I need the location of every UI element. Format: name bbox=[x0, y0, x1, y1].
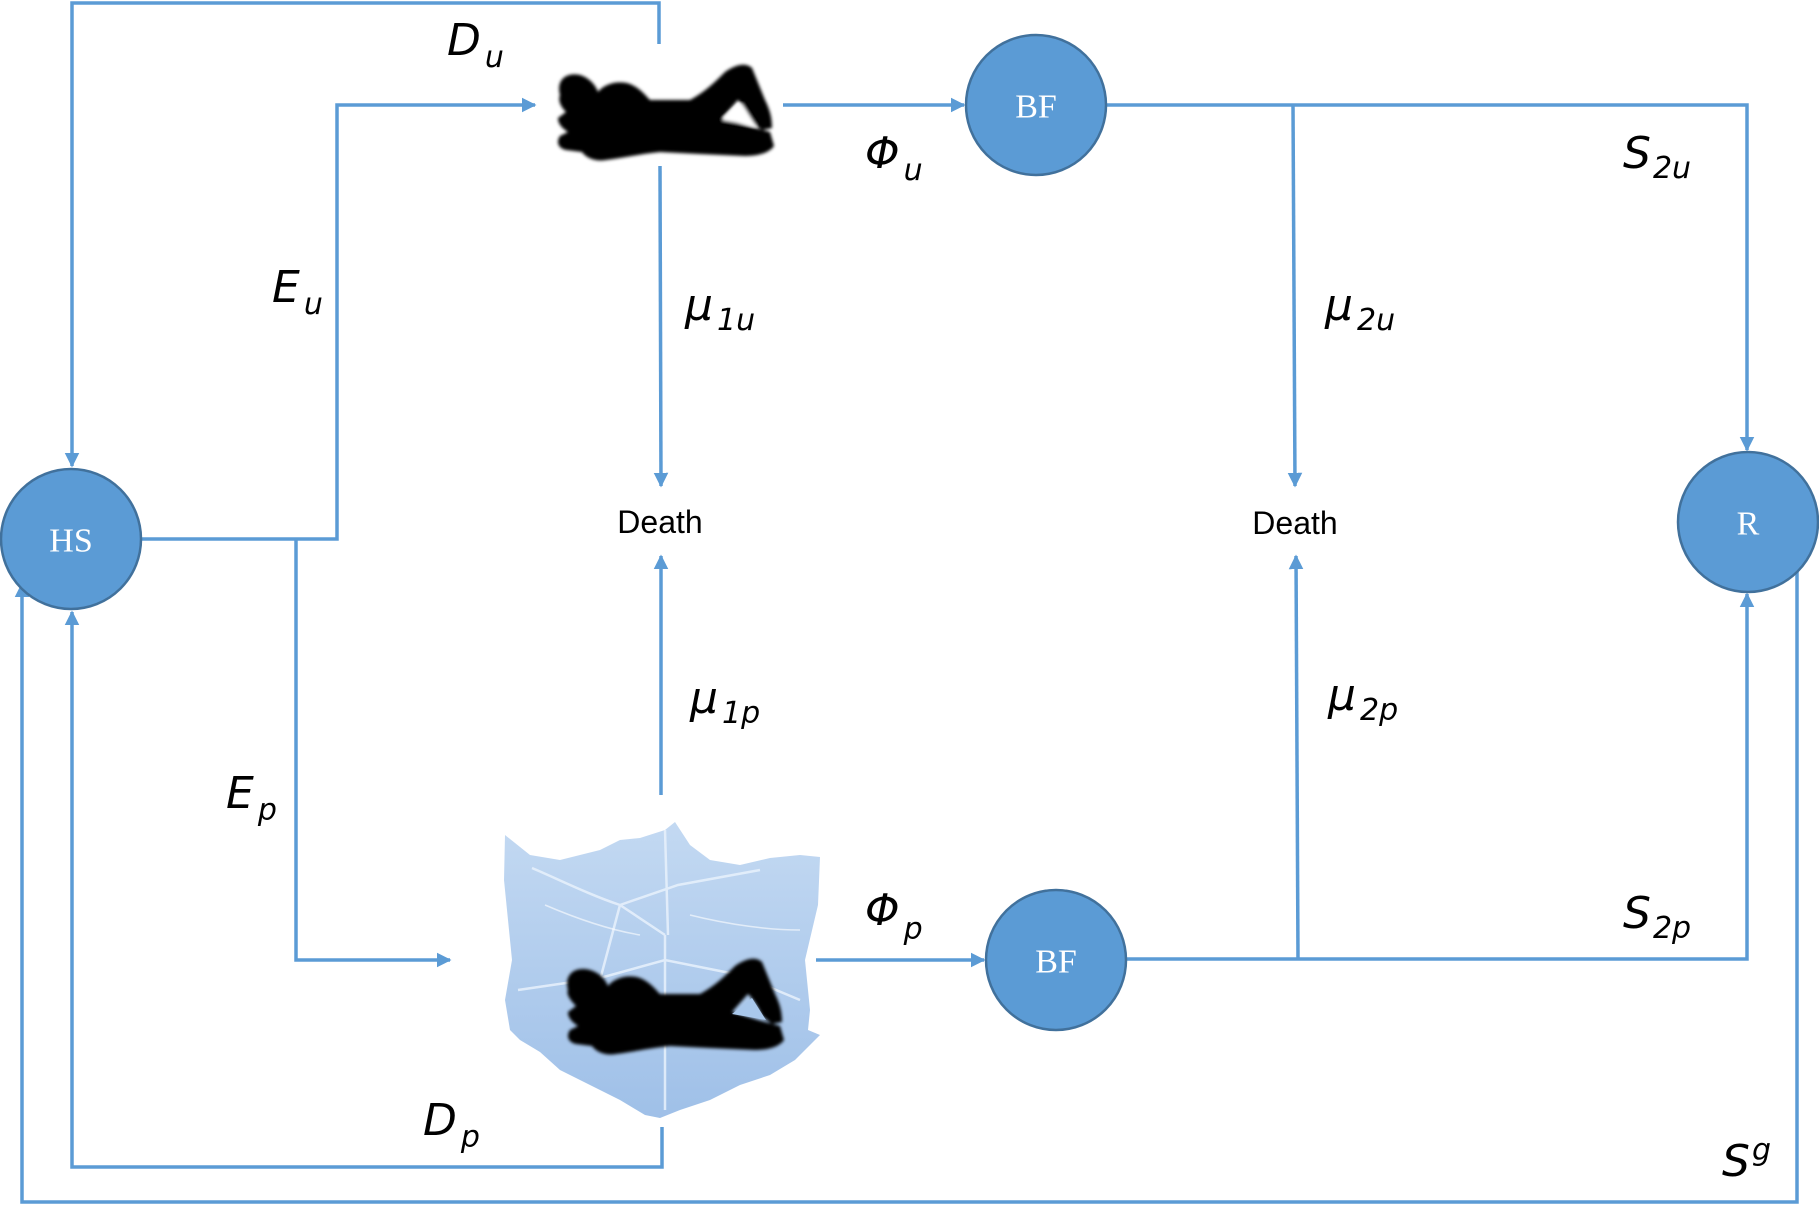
death-label-2: Death bbox=[1252, 505, 1337, 541]
unprotected-sleeper-icon bbox=[558, 64, 774, 161]
edge-mu-1u bbox=[653, 165, 669, 488]
rate-label-s-2p: S2p bbox=[1623, 888, 1691, 946]
rate-label-sg: Sg bbox=[1722, 1133, 1771, 1187]
edge-du bbox=[64, 1, 661, 468]
node-hs: HS bbox=[0, 467, 143, 611]
node-r-label: R bbox=[1737, 506, 1760, 543]
node-bf-protected: BF bbox=[984, 888, 1128, 1032]
edge-ep bbox=[294, 539, 452, 968]
node-bf-u-label: BF bbox=[1015, 89, 1057, 126]
death-label-1: Death bbox=[617, 504, 702, 540]
edge-sg bbox=[14, 572, 1799, 1204]
sleeper-under-bednet-icon bbox=[504, 822, 820, 1118]
edge-mu-2u bbox=[1287, 104, 1303, 488]
node-r: R bbox=[1676, 450, 1819, 594]
node-bf-p-label: BF bbox=[1035, 944, 1077, 981]
node-bf-unprotected: BF bbox=[964, 33, 1108, 177]
edge-mu-2p bbox=[1288, 554, 1304, 960]
node-hs-label: HS bbox=[49, 523, 92, 560]
edge-eu bbox=[141, 97, 537, 541]
edge-s-2u bbox=[1106, 103, 1755, 452]
edge-s-2p bbox=[1126, 592, 1755, 961]
edge-dp bbox=[64, 610, 664, 1169]
rate-label-s-2u: S2u bbox=[1623, 128, 1691, 186]
